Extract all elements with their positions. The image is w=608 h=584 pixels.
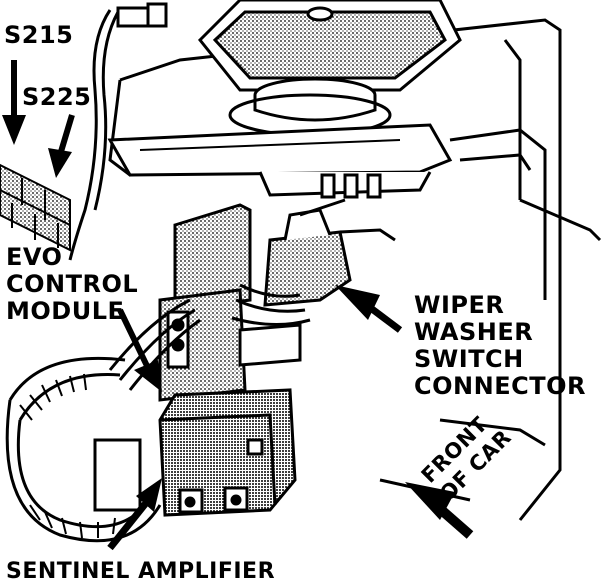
arrow-evo (117, 308, 162, 392)
label-evo-line-3: MODULE (6, 297, 125, 325)
label-sentinel-text: SENTINEL AMPLIFIER (6, 559, 276, 584)
label-wiper-line-2: WASHER (414, 318, 534, 346)
dash-frame (108, 18, 602, 521)
label-s215: S215 (4, 22, 73, 49)
label-wiper-line-4: CONNECTOR (414, 372, 586, 400)
speaker (197, 0, 462, 137)
label-s225: S225 (22, 84, 91, 111)
arrow-s215 (2, 60, 26, 145)
speaker-tray (107, 123, 453, 199)
sentinel-amplifier-box (158, 388, 297, 517)
top-harness (68, 2, 168, 261)
label-sentinel-amplifier: SENTINEL AMPLIFIER (6, 558, 275, 584)
label-evo-line-1: EVO (6, 243, 63, 271)
label-wiper-line-1: WIPER (414, 291, 505, 319)
label-evo-line-2: CONTROL (6, 270, 139, 298)
wiper-connector (231, 198, 396, 327)
label-wiper-washer-switch-connector: WIPER WASHER SWITCH CONNECTOR (414, 292, 586, 400)
arrow-s225 (48, 114, 75, 178)
label-s225-text: S225 (22, 83, 92, 111)
label-wiper-line-3: SWITCH (414, 345, 524, 373)
arrow-wiper (335, 285, 403, 333)
arrow-sentinel (107, 478, 162, 551)
arrow-front-of-car (405, 482, 474, 539)
label-evo-control-module: EVO CONTROL MODULE (6, 244, 138, 325)
label-s215-text: S215 (4, 21, 74, 49)
brick-wall (0, 163, 71, 252)
coiled-harness (5, 298, 201, 543)
